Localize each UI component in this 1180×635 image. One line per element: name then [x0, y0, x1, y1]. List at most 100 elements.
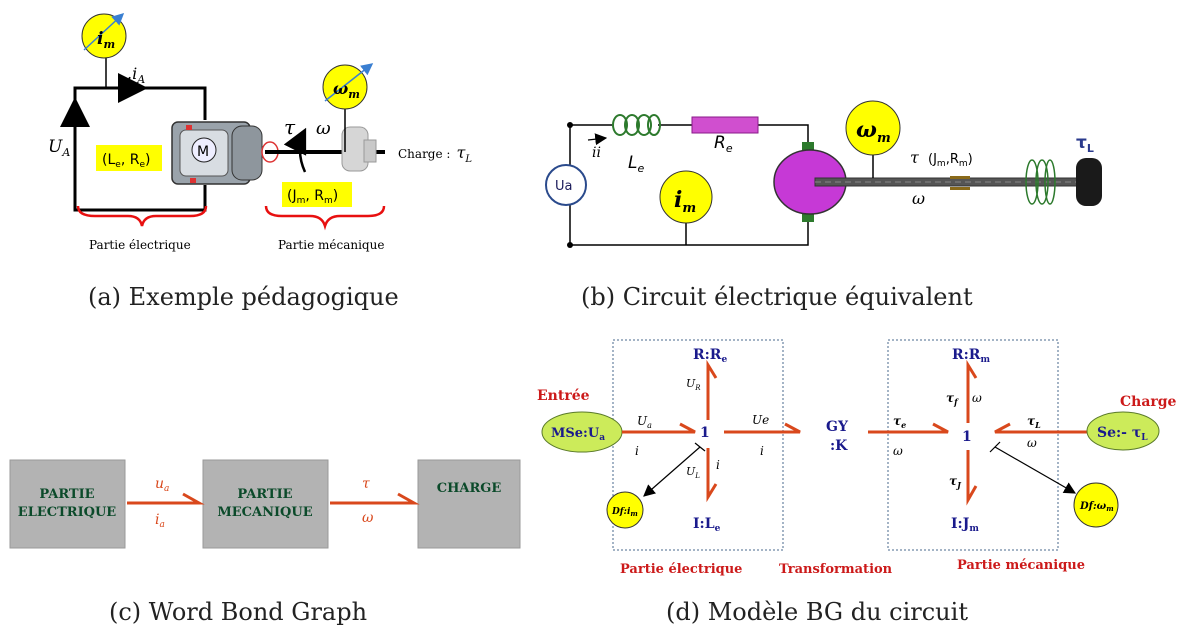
caption-a: (a) Exemple pédagogique [88, 283, 399, 311]
i-flow-label-2: i [716, 458, 720, 472]
ur-label: UR [686, 377, 701, 392]
omega-flow-label-2: ω [972, 391, 982, 405]
block-partie-mecanique [202, 459, 329, 549]
circuit-wire-bottom [73, 185, 207, 212]
torque-label: τ [910, 148, 920, 167]
load-torque-label: τL [1076, 133, 1094, 155]
tachometer-gauge [845, 100, 901, 156]
bond-mse-junction [622, 422, 696, 434]
charge-label: Charge :τL [398, 143, 472, 165]
block-elec-line2: ELECTRIQUE [18, 505, 117, 520]
im-gauge-label: im [97, 29, 115, 51]
mse-label: MSe:Ua [551, 426, 605, 443]
ue-label: Ue [752, 413, 769, 427]
load-wheel-icon [1076, 158, 1102, 206]
torque-arrow [283, 127, 307, 173]
bond-junction-jm [966, 450, 978, 506]
df-wm-detector [1073, 482, 1119, 528]
im-gauge-label: im [674, 187, 696, 216]
i-flow-label-1: i [635, 444, 639, 458]
partie-electrique-label: Partie électrique [89, 238, 191, 252]
gyrator-label-line1: GY [826, 419, 849, 435]
se-label: Se:- τL [1097, 425, 1148, 443]
jm-element-label: I:Jm [951, 516, 979, 534]
signal-to-df-im [643, 446, 701, 497]
resistor-icon [691, 116, 759, 134]
electrical-brace [76, 205, 208, 227]
panel-b-equivalent-circuit: Ua Re Le ii im τ [545, 100, 1102, 248]
caption-b: (b) Circuit électrique équivalent [581, 283, 973, 311]
caption-d: (d) Modèle BG du circuit [666, 598, 968, 626]
bond-junction-le [706, 448, 718, 503]
bond-junction-gy [724, 422, 801, 434]
omega-gauge-label: ωm [856, 117, 891, 146]
panel-c-word-bond-graph: PARTIE ELECTRIQUE PARTIE MECANIQUE CHARG… [9, 459, 521, 549]
ua-effort-label: Ua [637, 414, 652, 430]
panel-a-pedagogical-example: im .iA UA M ωm τ ω (Le, R [48, 12, 472, 252]
junction-1-mechanical: 1 [962, 429, 972, 445]
motor-icon: M [171, 121, 279, 185]
mechanical-part-box [887, 339, 1059, 551]
block-elec-line1: PARTIE [39, 487, 94, 502]
inductor-icon [612, 114, 661, 136]
charge-label: Charge [1120, 394, 1177, 410]
omega-flow-label-1: ω [893, 444, 903, 458]
bond-gy-junction [868, 422, 949, 434]
tau-j-label: τJ [949, 474, 962, 490]
df-im-detector [606, 491, 644, 529]
motor-label: M [197, 144, 209, 160]
partie-electrique-label: Partie électrique [620, 562, 742, 577]
omega-label: ω [362, 510, 374, 526]
rm-element-label: R:Rm [952, 347, 990, 365]
tachometer-needle-icon [324, 63, 374, 102]
mechanical-brace [264, 205, 386, 231]
re-element-label: R:Re [693, 347, 727, 365]
omega-flow-label-3: ω [1027, 436, 1037, 450]
load-disk-icon [341, 126, 377, 172]
tau-e-label: τe [893, 414, 906, 430]
inductor-label: Le [628, 153, 644, 175]
caption-c: (c) Word Bond Graph [109, 598, 368, 626]
electrical-params-badge [96, 145, 162, 171]
block-partie-electrique [9, 459, 126, 549]
signal-to-df-wm [994, 446, 1077, 494]
df-wm-label: Df:ωm [1079, 501, 1114, 513]
mechanical-params-badge [282, 182, 352, 207]
block-meca-line1: PARTIE [237, 487, 292, 502]
ammeter-gauge [81, 13, 127, 59]
mechanical-params-label: (Jm, Rm) [287, 188, 338, 206]
ul-label: UL [686, 465, 700, 480]
current-label: .iA [127, 64, 145, 86]
df-im-label: Df:im [611, 507, 638, 518]
bond-meca-charge [330, 492, 420, 505]
spring-icon [1025, 159, 1056, 205]
tau-f-label: τf [946, 391, 959, 407]
omega-gauge-label: ωm [333, 79, 360, 101]
source-se-element [1086, 411, 1160, 451]
omega-label: ω [912, 189, 925, 208]
partie-mecanique-label: Partie mécanique [278, 238, 384, 252]
block-charge [417, 459, 521, 549]
block-charge-label: CHARGE [437, 481, 502, 496]
junction-1-electrical: 1 [700, 425, 710, 441]
voltage-source-label: Ua [555, 179, 572, 194]
current-label: ii [592, 145, 601, 161]
bond-junction-re [706, 359, 718, 420]
le-element-label: I:Le [693, 516, 721, 534]
jm-rm-label: (Jm,Rm) [928, 152, 973, 169]
voltage-source-icon [545, 164, 587, 206]
bond-se-junction [994, 422, 1090, 434]
electrical-params-label: (Le, Re) [102, 152, 150, 170]
partie-mecanique-label: Partie mécanique [957, 558, 1085, 573]
bond-junction-rm [966, 359, 978, 423]
bond-elec-meca [127, 492, 205, 505]
panel-d-bond-graph-model: Entrée MSe:Ua Ua i 1 R:Re UR I:Le UL i D… [537, 339, 1177, 577]
transformation-label: Transformation [779, 562, 893, 577]
resistor-label: Re [714, 133, 733, 155]
ua-label: ua [155, 476, 169, 494]
current-arrow [587, 133, 608, 146]
omega-label: ω [316, 118, 331, 139]
voltage-label: UA [48, 137, 70, 159]
electrical-part-box [612, 339, 784, 551]
ammeter-gauge [659, 170, 713, 224]
